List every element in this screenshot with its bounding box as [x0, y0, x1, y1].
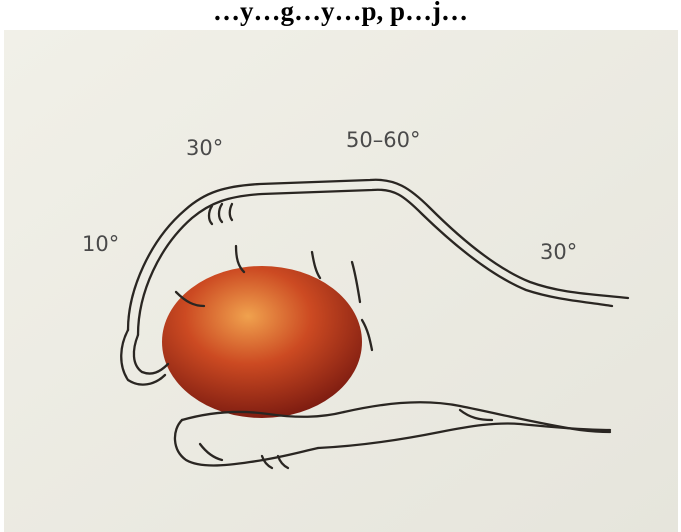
ball: [162, 266, 362, 418]
left-margin: [0, 30, 4, 532]
top-banner-text: …y…g…y…p, p…j…: [0, 0, 681, 31]
angle-label-wrist: 30°: [540, 240, 577, 264]
page-background: [4, 30, 678, 532]
angle-label-pip: 30°: [186, 136, 223, 160]
angle-label-mcp: 50–60°: [346, 128, 420, 152]
angle-label-dip: 10°: [82, 232, 119, 256]
